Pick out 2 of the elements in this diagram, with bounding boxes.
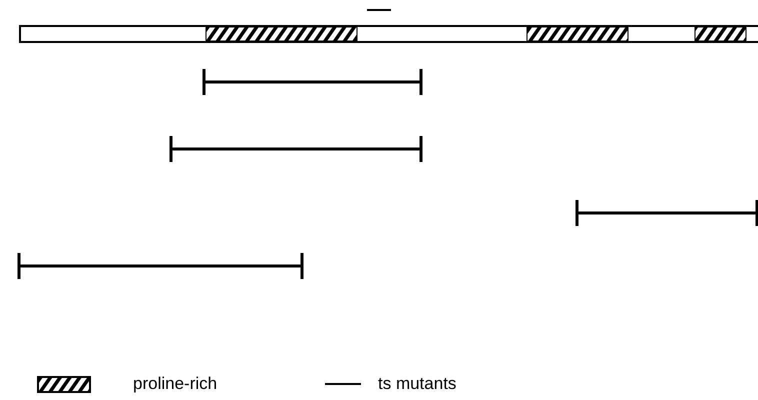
legend-label: proline-rich bbox=[133, 374, 218, 394]
legend-label: ts mutants bbox=[378, 374, 456, 394]
